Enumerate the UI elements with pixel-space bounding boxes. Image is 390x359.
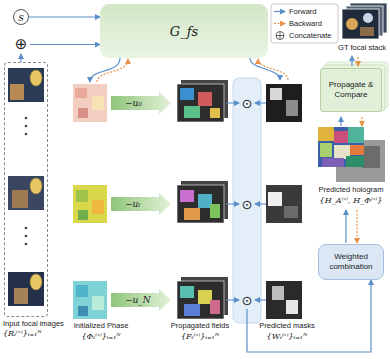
propagation-arrow: −uₜ — [111, 193, 171, 215]
multiply-symbol: ⊙ — [240, 292, 254, 309]
forward-connector — [20, 54, 21, 62]
node-text: ⊙ — [242, 198, 253, 211]
node-text: Input focal images — [3, 319, 64, 329]
forward-connector — [29, 16, 100, 17]
column-title: Predicted masks — [259, 321, 314, 331]
node-text: s — [18, 12, 24, 23]
node-text: −uₜ — [125, 199, 141, 209]
node-text: −u_N — [125, 295, 151, 305]
propagation-arrow: −u_N — [111, 289, 171, 311]
legend-text: Forward — [289, 7, 317, 16]
node-text: Weighted combination — [323, 252, 379, 272]
stack-title: GT focal stack — [338, 43, 386, 53]
initialized-phase — [73, 84, 107, 319]
column-title: Initialized Phase — [74, 321, 129, 331]
network-box: G_fs — [100, 4, 268, 58]
mask-band — [233, 78, 261, 323]
gt-focal-stack — [342, 3, 387, 39]
predicted-hologram — [318, 127, 385, 182]
style-circle: s — [13, 9, 29, 25]
node-text: −u₀ — [125, 98, 142, 108]
multiply-symbol: ⊙ — [240, 196, 254, 213]
node-text: ⊙ — [242, 97, 253, 110]
node-text: G_fs — [170, 24, 198, 39]
caption-group: Input focal images{Rₜ⁽ˢ⁾}ₜ₌₁ᴺ — [3, 319, 64, 339]
legend-text: Concatenate — [289, 31, 332, 40]
legend-box — [271, 4, 338, 43]
propagation-arrow: −u₀ — [111, 92, 171, 114]
forward-connector — [30, 44, 100, 45]
input-images — [8, 68, 44, 306]
process-box: Weighted combination — [318, 244, 384, 280]
forward-connector — [247, 280, 371, 352]
predicted-masks — [266, 84, 302, 319]
concat-sample — [276, 32, 284, 40]
node-text: ⊙ — [242, 294, 253, 307]
hologram-symbol: {H_A⁽ˢ⁾, H_Φ⁽ˢ⁾} — [320, 196, 383, 206]
input-stack-box: Input focal images{Rₜ⁽ˢ⁾}ₜ₌₁ᴺ — [4, 62, 48, 317]
legend-text: Backward — [289, 19, 322, 28]
compare-box: Propagate & Compare — [320, 68, 382, 112]
column-symbol: {Fₜ⁽ˢ⁾}ₜ₌₁ᴺ — [181, 332, 219, 342]
arrow-shape — [111, 193, 171, 215]
hologram-title: Predicted hologram — [318, 185, 383, 195]
concat-symbol: ⊕ — [12, 35, 30, 54]
propagated-fields — [177, 80, 228, 319]
column-symbol: {Φₜ⁽ˢ⁾}ₜ₌₁ᴺ — [81, 332, 120, 342]
node-text: ⊕ — [15, 37, 28, 52]
column-symbol: {Wₜ⁽ˢ⁾}ₜ₌₁ᴺ — [267, 332, 308, 342]
forward-sample — [274, 11, 285, 12]
node-text: {Rₜ⁽ˢ⁾}ₜ₌₁ᴺ — [3, 329, 64, 339]
multiply-symbol: ⊙ — [240, 95, 254, 112]
backward-sample — [274, 23, 285, 24]
node-text: Propagate & Compare — [325, 80, 377, 100]
column-title: Propagated fields — [171, 321, 229, 331]
